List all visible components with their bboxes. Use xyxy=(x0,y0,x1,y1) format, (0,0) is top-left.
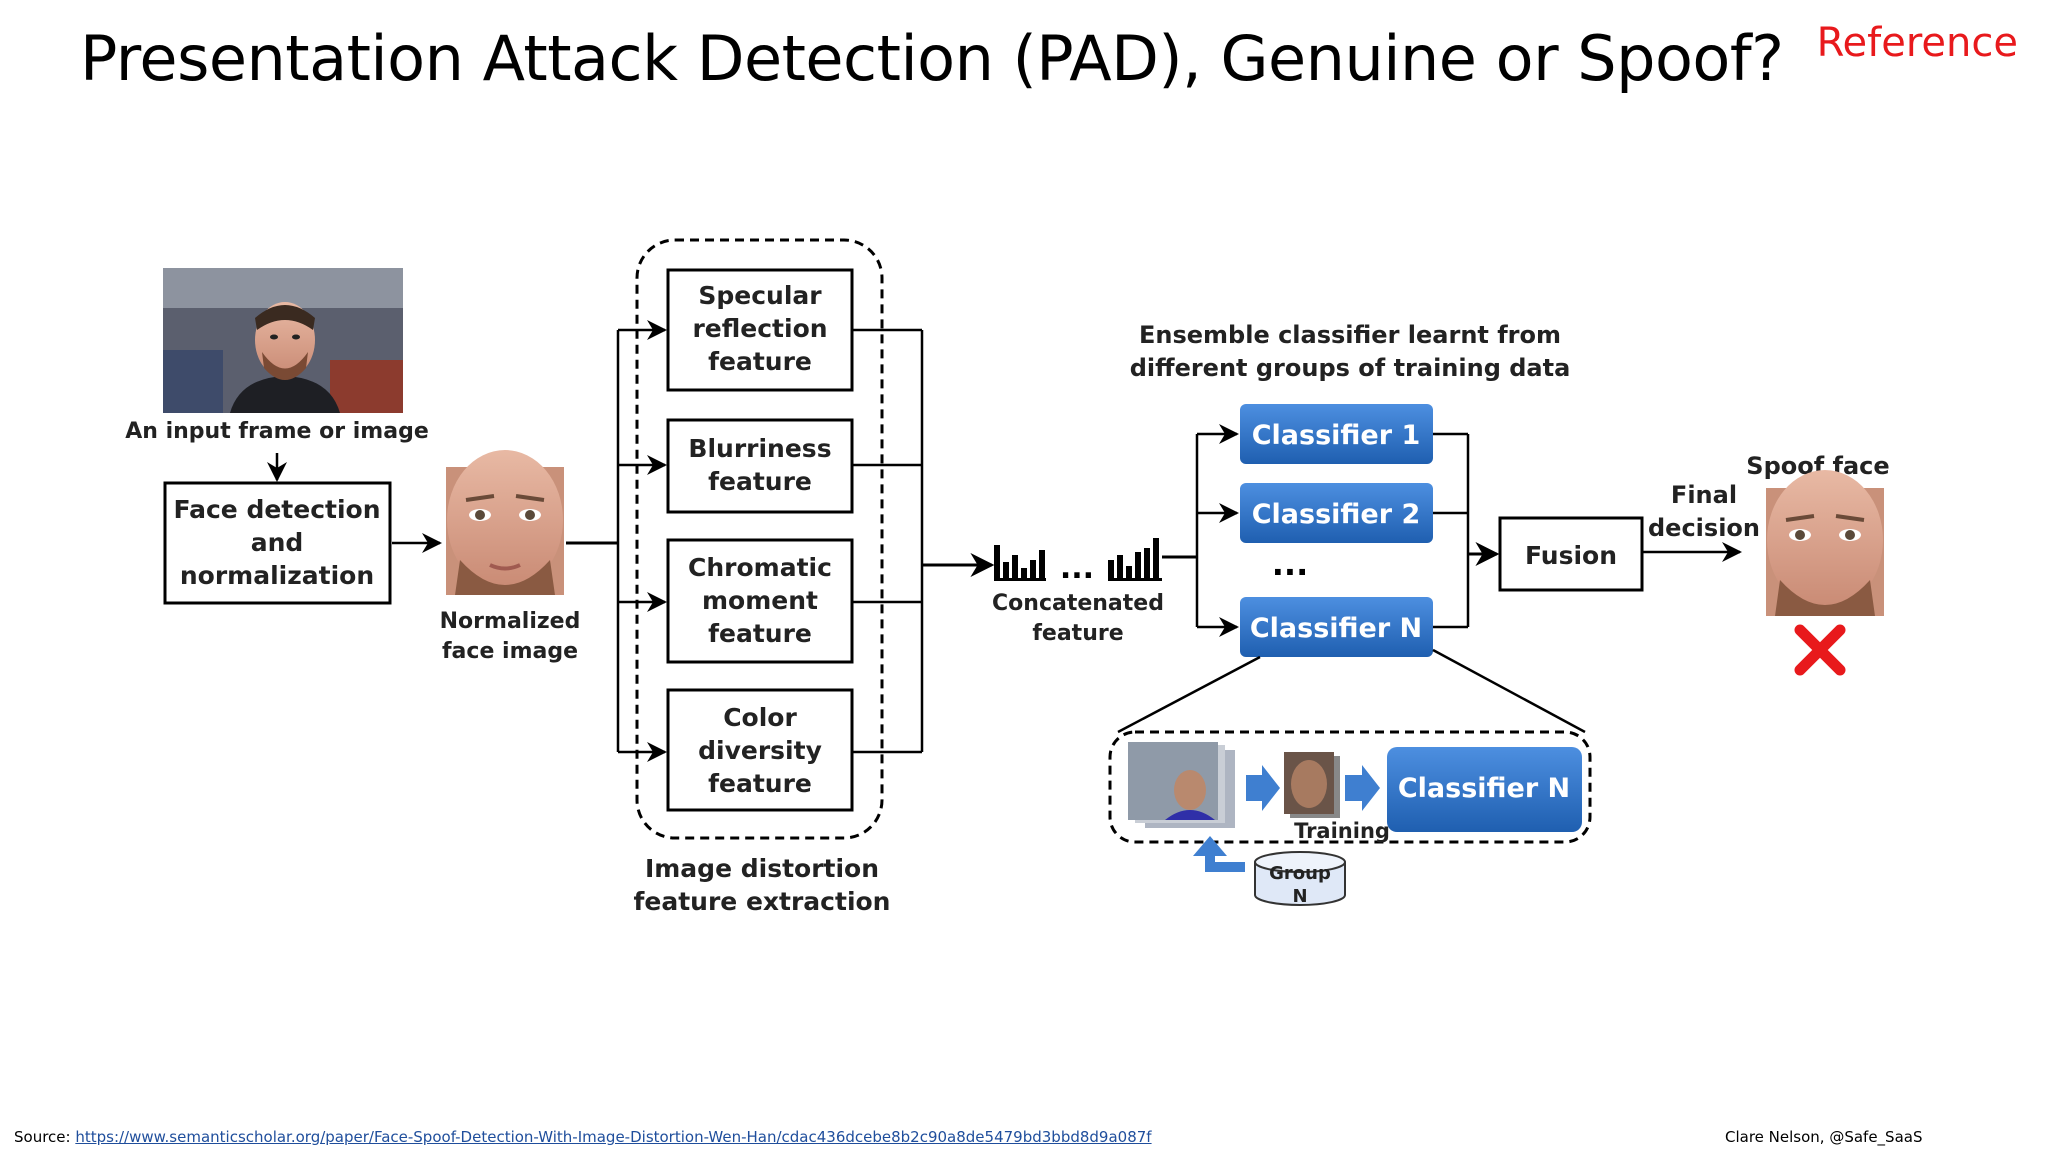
feature-chromatic-line-3: feature xyxy=(708,619,812,648)
feature-blurriness-line-1: Blurriness xyxy=(688,434,831,463)
source-prefix: Source: xyxy=(14,1128,76,1146)
feature-color-line-2: diversity xyxy=(698,736,822,765)
concatenated-label-line-1: Concatenated xyxy=(992,591,1164,616)
source-link[interactable]: https://www.semanticscholar.org/paper/Fa… xyxy=(75,1128,1152,1146)
author-credit: Clare Nelson, @Safe_SaaS xyxy=(1725,1128,1923,1146)
feature-specular-line-1: Specular xyxy=(698,281,822,310)
final-decision-line-2: decision xyxy=(1648,514,1760,542)
group-n-database-icon xyxy=(1254,851,1346,906)
detail-classifier-n-box xyxy=(1387,747,1582,832)
classifier-1-box xyxy=(1240,404,1433,464)
concatenated-feature-histogram xyxy=(994,538,1162,581)
detail-classifier-n-label: Classifier N xyxy=(1398,773,1570,804)
classifier-1-label: Classifier 1 xyxy=(1252,420,1421,451)
classifier-n-detail-box xyxy=(1108,730,1592,844)
face-detection-line-2: and xyxy=(251,528,304,557)
concatenated-label-line-2: feature xyxy=(1032,621,1123,646)
normalized-training-faces xyxy=(1284,752,1340,818)
feature-color-line-3: feature xyxy=(708,769,812,798)
feature-box-color-diversity xyxy=(666,688,854,812)
normalized-label-line-2: face image xyxy=(442,639,578,664)
ensemble-label-line-2: different groups of training data xyxy=(1130,354,1571,382)
feature-group-label-line-2: feature extraction xyxy=(634,887,891,916)
feature-group-label-line-1: Image distortion xyxy=(645,854,879,883)
input-frame-label: An input frame or image xyxy=(125,419,429,444)
zoom-line-left xyxy=(1117,655,1261,734)
normalized-face-image xyxy=(446,450,564,595)
zoom-line-right xyxy=(1432,648,1586,734)
feature-chromatic-line-1: Chromatic xyxy=(688,553,832,582)
classifier-2-box xyxy=(1240,483,1433,543)
feature-specular-line-2: reflection xyxy=(692,314,827,343)
concatenated-ellipsis: ... xyxy=(1060,551,1094,586)
training-label: Training xyxy=(1294,819,1390,843)
feature-specular-line-3: feature xyxy=(708,347,812,376)
spoof-face-image xyxy=(1766,470,1884,616)
final-decision-line-1: Final xyxy=(1671,481,1737,509)
spoof-x-icon xyxy=(1794,624,1846,676)
classifier-n-box xyxy=(1240,597,1433,657)
ensemble-label-line-1: Ensemble classifier learnt from xyxy=(1139,321,1561,349)
group-label-line-2: N xyxy=(1292,886,1307,907)
training-images-stack xyxy=(1128,742,1235,828)
blue-arrow-1 xyxy=(1246,765,1280,811)
input-frame-image xyxy=(163,268,403,413)
normalized-label-line-1: Normalized xyxy=(440,609,581,634)
group-label-line-1: Group xyxy=(1269,863,1331,884)
classifier-2-label: Classifier 2 xyxy=(1252,499,1421,530)
face-detection-line-1: Face detection xyxy=(173,495,380,524)
face-detection-line-3: normalization xyxy=(180,561,374,590)
classifier-ellipsis: ... xyxy=(1272,545,1308,583)
fusion-label: Fusion xyxy=(1525,541,1617,570)
classifier-n-label: Classifier N xyxy=(1250,613,1422,644)
feature-box-chromatic xyxy=(666,538,854,664)
feature-color-line-1: Color xyxy=(723,703,797,732)
reference-tag: Reference xyxy=(1816,20,2018,66)
source-citation: Source: https://www.semanticscholar.org/… xyxy=(14,1128,1152,1146)
blue-arrow-2 xyxy=(1345,765,1380,811)
group-feedback-arrow xyxy=(1193,836,1245,872)
feature-chromatic-line-2: moment xyxy=(702,586,818,615)
slide-title: Presentation Attack Detection (PAD), Gen… xyxy=(80,22,1784,95)
feature-blurriness-line-2: feature xyxy=(708,467,812,496)
feature-box-specular xyxy=(666,268,854,392)
fusion-box xyxy=(1498,516,1644,592)
face-detection-box xyxy=(163,481,392,605)
